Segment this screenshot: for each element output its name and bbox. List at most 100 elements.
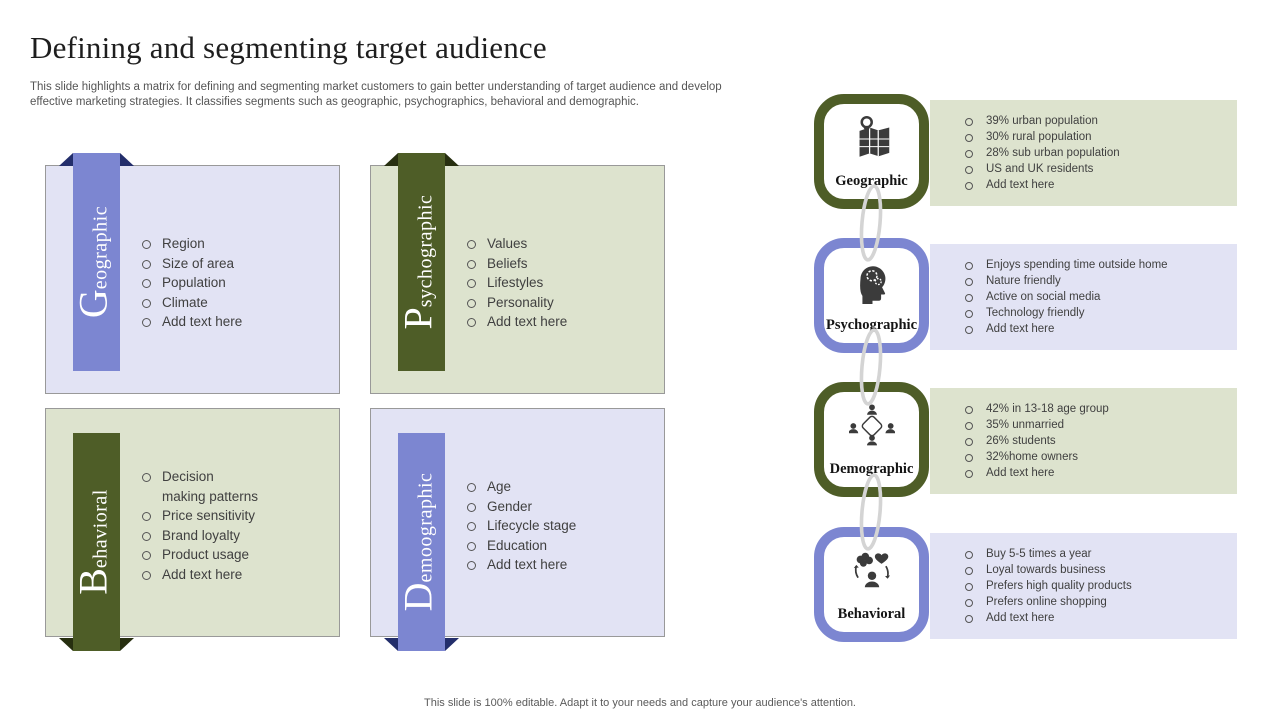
- bullet-circle-icon: [142, 531, 151, 541]
- segment-list-demographic: 42% in 13-18 age group 35% unmarried 26%…: [930, 388, 1237, 481]
- list-item: Add text here: [467, 555, 652, 575]
- list-item: Loyal towards business: [965, 562, 1229, 578]
- bullet-circle-icon: [142, 279, 151, 288]
- list-item: 42% in 13-18 age group: [965, 401, 1229, 417]
- ribbon-cap: B: [70, 568, 115, 595]
- bullet-circle-icon: [965, 165, 973, 174]
- bullet-circle-icon: [467, 502, 476, 512]
- list-item: Buy 5-5 times a year: [965, 546, 1229, 562]
- ribbon-fold-left: [384, 638, 398, 651]
- bullet-circle-icon: [965, 405, 973, 414]
- bullet-circle-icon: [467, 259, 476, 269]
- list-item: Add text here: [965, 465, 1229, 481]
- bullet-circle-icon: [965, 421, 973, 430]
- list-item: Prefers high quality products: [965, 578, 1229, 594]
- chain-link-icon: [859, 473, 883, 551]
- list-item: Active on social media: [965, 289, 1229, 305]
- list-item: Decision making patterns: [142, 467, 327, 506]
- slide-description: This slide highlights a matrix for defin…: [30, 81, 722, 108]
- bullet-circle-icon: [142, 473, 151, 482]
- bullet-circle-icon: [965, 469, 973, 478]
- segment-panel-behavioral: Buy 5-5 times a year Loyal towards busin…: [930, 533, 1237, 639]
- bullet-circle-icon: [142, 259, 151, 269]
- ribbon-cap: P: [395, 307, 440, 330]
- bullet-circle-icon: [965, 598, 973, 607]
- list-item: Enjoys spending time outside home: [965, 257, 1229, 273]
- bullet-circle-icon: [965, 550, 973, 559]
- ribbon-fold-right: [120, 638, 134, 651]
- bullet-circle-icon: [965, 582, 973, 591]
- segment-label-demographic: Demographic: [829, 461, 914, 477]
- bullet-circle-icon: [965, 133, 973, 142]
- list-item: Add text here: [965, 321, 1229, 337]
- ribbon-cap: G: [70, 289, 115, 319]
- list-item: Age: [467, 477, 652, 497]
- bullet-circle-icon: [142, 551, 151, 560]
- segment-list-geographic: 39% urban population 30% rural populatio…: [930, 100, 1237, 193]
- list-item: Add text here: [142, 565, 327, 585]
- matrix-list-geographic: Region Size of area Population Climate A…: [142, 234, 327, 332]
- segment-panel-geographic: 39% urban population 30% rural populatio…: [930, 100, 1237, 206]
- list-item: Technology friendly: [965, 305, 1229, 321]
- list-item: Prefers online shopping: [965, 594, 1229, 610]
- matrix-list-psychographic: Values Beliefs Lifestyles Personality Ad…: [467, 234, 652, 332]
- bullet-circle-icon: [467, 240, 476, 249]
- list-item: 39% urban population: [965, 113, 1229, 129]
- chain-link-icon: [859, 184, 883, 262]
- bullet-circle-icon: [965, 149, 973, 158]
- bullet-circle-icon: [467, 318, 476, 327]
- bullet-circle-icon: [142, 570, 151, 580]
- bullet-circle-icon: [142, 318, 151, 327]
- head-brain-gears-icon: [859, 266, 885, 305]
- ribbon-rest: ehavioral: [89, 489, 111, 569]
- people-network-icon: [848, 404, 895, 446]
- list-item: Values: [467, 234, 652, 254]
- bullet-circle-icon: [965, 261, 973, 270]
- list-item: Education: [467, 536, 652, 556]
- list-item: 26% students: [965, 433, 1229, 449]
- page-title: Defining and segmenting target audience: [30, 30, 547, 65]
- list-item: Personality: [467, 293, 652, 313]
- list-item: US and UK residents: [965, 161, 1229, 177]
- bullet-circle-icon: [467, 541, 476, 551]
- segment-label-psychographic: Psychographic: [825, 317, 918, 333]
- bullet-circle-icon: [965, 277, 973, 286]
- list-item: Add text here: [467, 312, 652, 332]
- list-item: Nature friendly: [965, 273, 1229, 289]
- list-item: 32%home owners: [965, 449, 1229, 465]
- matrix-list-behavioral: Decision making patterns Price sensitivi…: [142, 467, 327, 584]
- bullet-circle-icon: [467, 561, 476, 570]
- bullet-circle-icon: [965, 293, 973, 302]
- bullet-circle-icon: [965, 117, 973, 126]
- list-item: Size of area: [142, 254, 327, 274]
- list-item: Brand loyalty: [142, 526, 327, 546]
- list-item: Add text here: [965, 177, 1229, 193]
- segment-panel-psychographic: Enjoys spending time outside home Nature…: [930, 244, 1237, 350]
- bullet-circle-icon: [142, 512, 151, 521]
- bullet-circle-icon: [965, 309, 973, 318]
- ribbon-rest: eographic: [89, 205, 111, 290]
- ribbon-fold-right: [120, 153, 134, 166]
- chain-link-icon: [859, 328, 883, 406]
- list-item: Lifestyles: [467, 273, 652, 293]
- list-item: 35% unmarried: [965, 417, 1229, 433]
- editable-note: This slide is 100% editable. Adapt it to…: [424, 697, 856, 709]
- list-item: 30% rural population: [965, 129, 1229, 145]
- bullet-circle-icon: [467, 483, 476, 492]
- matrix-list-demographic: Age Gender Lifecycle stage Education Add…: [467, 477, 652, 575]
- bullet-circle-icon: [965, 325, 973, 334]
- list-item: Population: [142, 273, 327, 293]
- segment-list-behavioral: Buy 5-5 times a year Loyal towards busin…: [930, 533, 1237, 626]
- list-item: Add text here: [142, 312, 327, 332]
- list-item: Climate: [142, 293, 327, 313]
- list-item: 28% sub urban population: [965, 145, 1229, 161]
- ribbon-fold-right: [445, 153, 459, 166]
